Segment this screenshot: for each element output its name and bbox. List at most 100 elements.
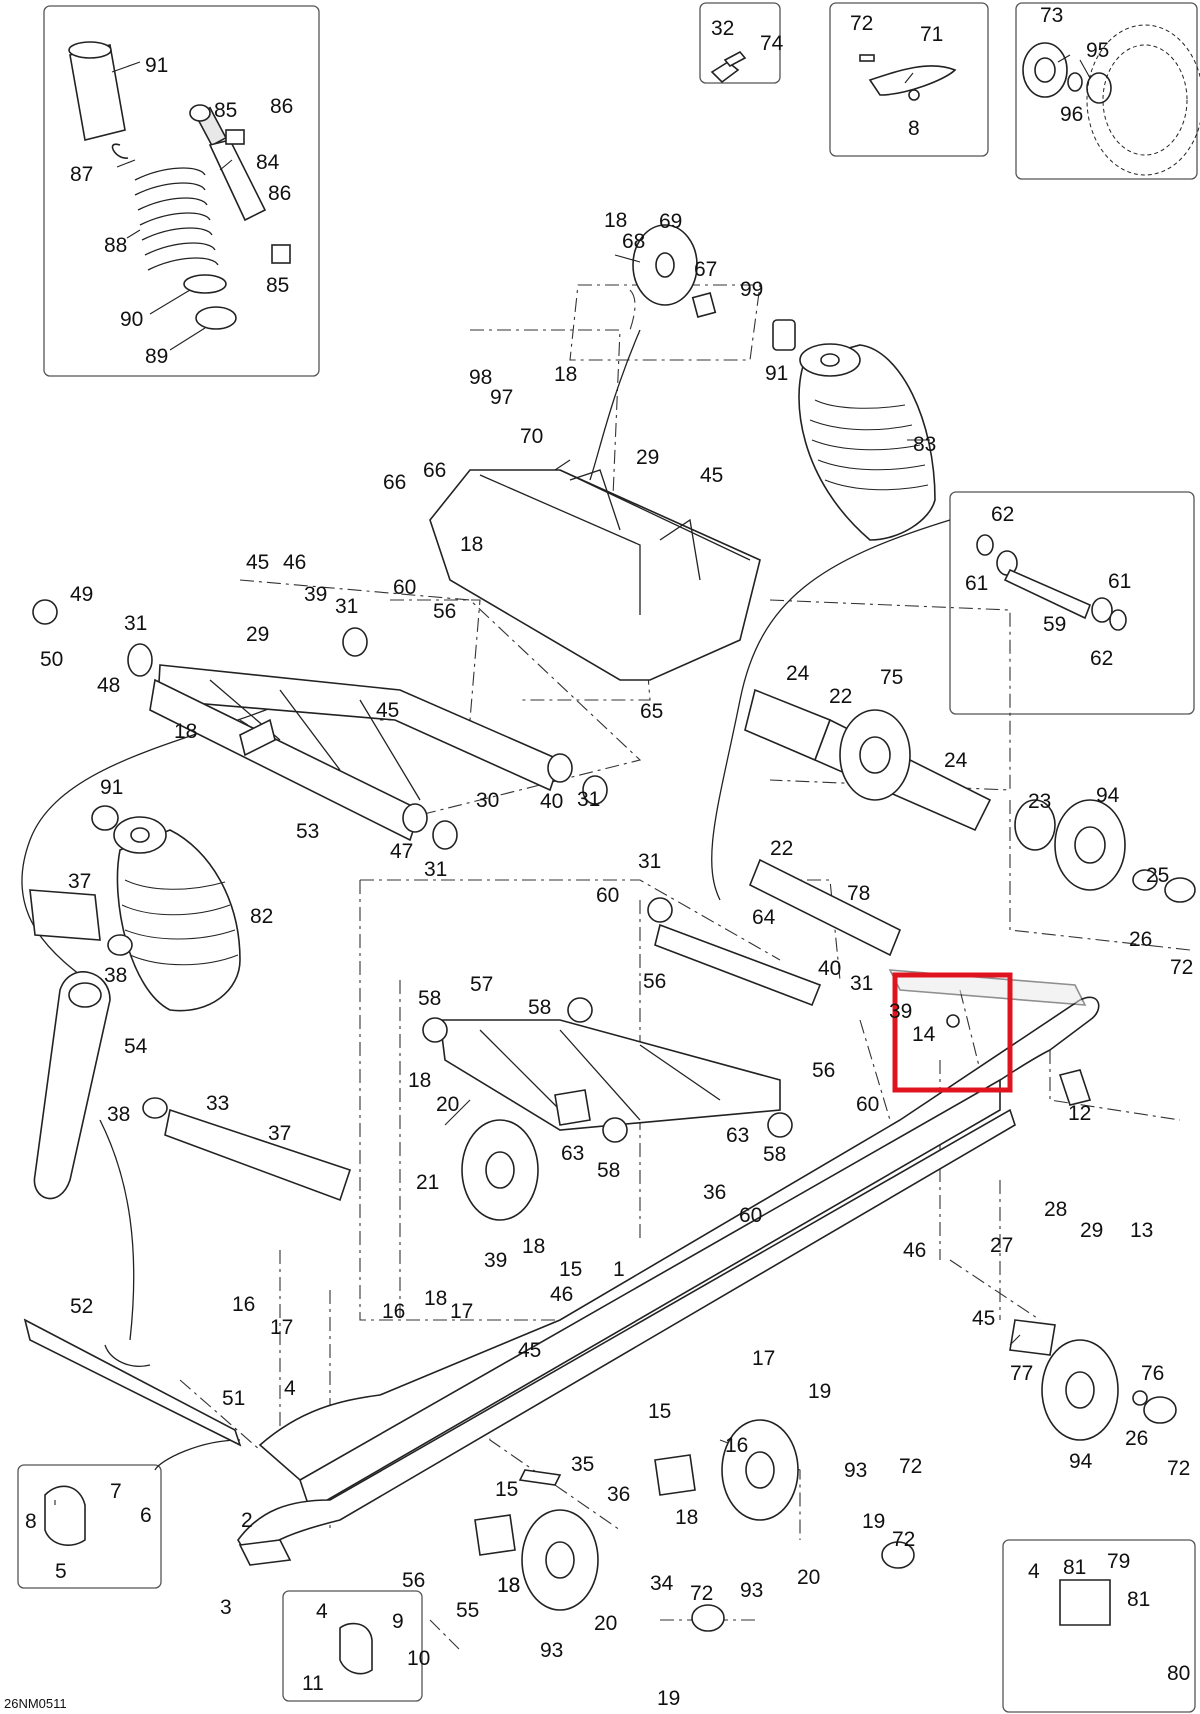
callout-46: 46	[550, 1283, 573, 1306]
wheel-bearing-inset	[1022, 24, 1200, 176]
callout-40: 40	[540, 790, 563, 813]
callout-63: 63	[726, 1124, 749, 1147]
callout-35: 35	[571, 1453, 594, 1476]
callout-68: 68	[622, 230, 645, 253]
callout-91: 91	[145, 54, 168, 77]
callout-93: 93	[740, 1579, 763, 1602]
callout-24: 24	[786, 662, 810, 685]
callout-56: 56	[402, 1569, 425, 1592]
callout-29: 29	[1080, 1219, 1103, 1242]
callout-40: 40	[818, 957, 841, 980]
callout-66: 66	[423, 459, 446, 482]
callout-19: 19	[657, 1687, 680, 1710]
callout-79: 79	[1107, 1550, 1130, 1573]
callout-23: 23	[1028, 790, 1051, 813]
callout-16: 16	[232, 1293, 255, 1316]
callout-93: 93	[844, 1459, 867, 1482]
callout-94: 94	[1069, 1450, 1093, 1473]
callout-60: 60	[856, 1093, 879, 1116]
inset-frames	[17, 2, 1198, 1713]
callout-28: 28	[1044, 1198, 1067, 1221]
callout-31: 31	[335, 595, 358, 618]
callout-95: 95	[1086, 39, 1109, 62]
callout-69: 69	[659, 210, 682, 233]
callout-72: 72	[1167, 1457, 1190, 1480]
shaft-inset	[976, 534, 1127, 631]
callout-16: 16	[382, 1300, 405, 1323]
callout-66: 66	[383, 471, 406, 494]
callout-7: 7	[110, 1480, 122, 1503]
callout-36: 36	[703, 1181, 726, 1204]
callout-47: 47	[390, 840, 413, 863]
callout-15: 15	[559, 1258, 582, 1281]
coil-spring	[134, 167, 219, 271]
callout-4: 4	[284, 1377, 296, 1400]
bracket-inset	[859, 54, 957, 101]
callout-18: 18	[554, 363, 577, 386]
callout-20: 20	[436, 1093, 459, 1116]
callout-62: 62	[991, 503, 1014, 526]
callout-18: 18	[497, 1574, 520, 1597]
callout-45: 45	[518, 1339, 541, 1362]
callout-4: 4	[1028, 1560, 1040, 1583]
callout-15: 15	[495, 1478, 518, 1501]
callout-71: 71	[920, 23, 943, 46]
callout-39: 39	[484, 1249, 507, 1272]
leader-lines	[54, 54, 1091, 1505]
callout-57: 57	[470, 973, 493, 996]
callout-63: 63	[561, 1142, 584, 1165]
front-arm-30	[32, 599, 608, 850]
callout-81: 81	[1127, 1588, 1150, 1611]
callout-24: 24	[944, 749, 968, 772]
callout-64: 64	[752, 906, 776, 929]
callout-84: 84	[256, 151, 280, 174]
callout-14: 14	[912, 1023, 936, 1046]
callouts: 91 85 86 87 84 86 88 85 90 89 32 74 72 7…	[4, 4, 1193, 1711]
highlight-box	[892, 972, 1013, 1093]
callout-39: 39	[889, 1000, 912, 1023]
callout-58: 58	[528, 996, 551, 1019]
callout-74: 74	[760, 32, 784, 55]
drawing-code: 26NM0511	[4, 1696, 67, 1711]
callout-38: 38	[104, 964, 127, 987]
main-rail	[237, 969, 1100, 1566]
small-brackets	[44, 1069, 1111, 1675]
callout-98: 98	[469, 366, 492, 389]
callout-31: 31	[638, 850, 661, 873]
callout-76: 76	[1141, 1362, 1164, 1385]
callout-58: 58	[418, 987, 441, 1010]
callout-60: 60	[393, 576, 416, 599]
callout-38: 38	[107, 1103, 130, 1126]
callout-51: 51	[222, 1387, 245, 1410]
callout-97: 97	[490, 386, 513, 409]
callout-46: 46	[283, 551, 306, 574]
callout-75: 75	[880, 666, 903, 689]
callout-45: 45	[376, 699, 399, 722]
callout-91: 91	[100, 776, 123, 799]
callout-60: 60	[739, 1204, 762, 1227]
callout-94: 94	[1096, 784, 1120, 807]
callout-53: 53	[296, 820, 319, 843]
rear-shock-inset	[68, 41, 291, 330]
callout-17: 17	[752, 1347, 775, 1370]
callout-25: 25	[1146, 864, 1169, 887]
part-14-nut	[946, 1014, 960, 1028]
callout-26: 26	[1125, 1427, 1148, 1450]
callout-73: 73	[1040, 4, 1063, 27]
callout-87: 87	[70, 163, 93, 186]
callout-22: 22	[829, 685, 852, 708]
callout-31: 31	[850, 972, 873, 995]
callout-48: 48	[97, 674, 120, 697]
callout-52: 52	[70, 1295, 93, 1318]
link-54	[33, 971, 111, 1200]
callout-9: 9	[392, 1610, 404, 1633]
callout-15: 15	[648, 1400, 671, 1423]
callout-11: 11	[302, 1672, 324, 1695]
callout-18: 18	[424, 1287, 447, 1310]
callout-17: 17	[270, 1316, 293, 1339]
callout-72: 72	[892, 1528, 915, 1551]
grease-fitting-inset	[710, 50, 747, 84]
callout-10: 10	[407, 1647, 430, 1670]
callout-56: 56	[643, 970, 666, 993]
callout-32: 32	[711, 17, 734, 40]
